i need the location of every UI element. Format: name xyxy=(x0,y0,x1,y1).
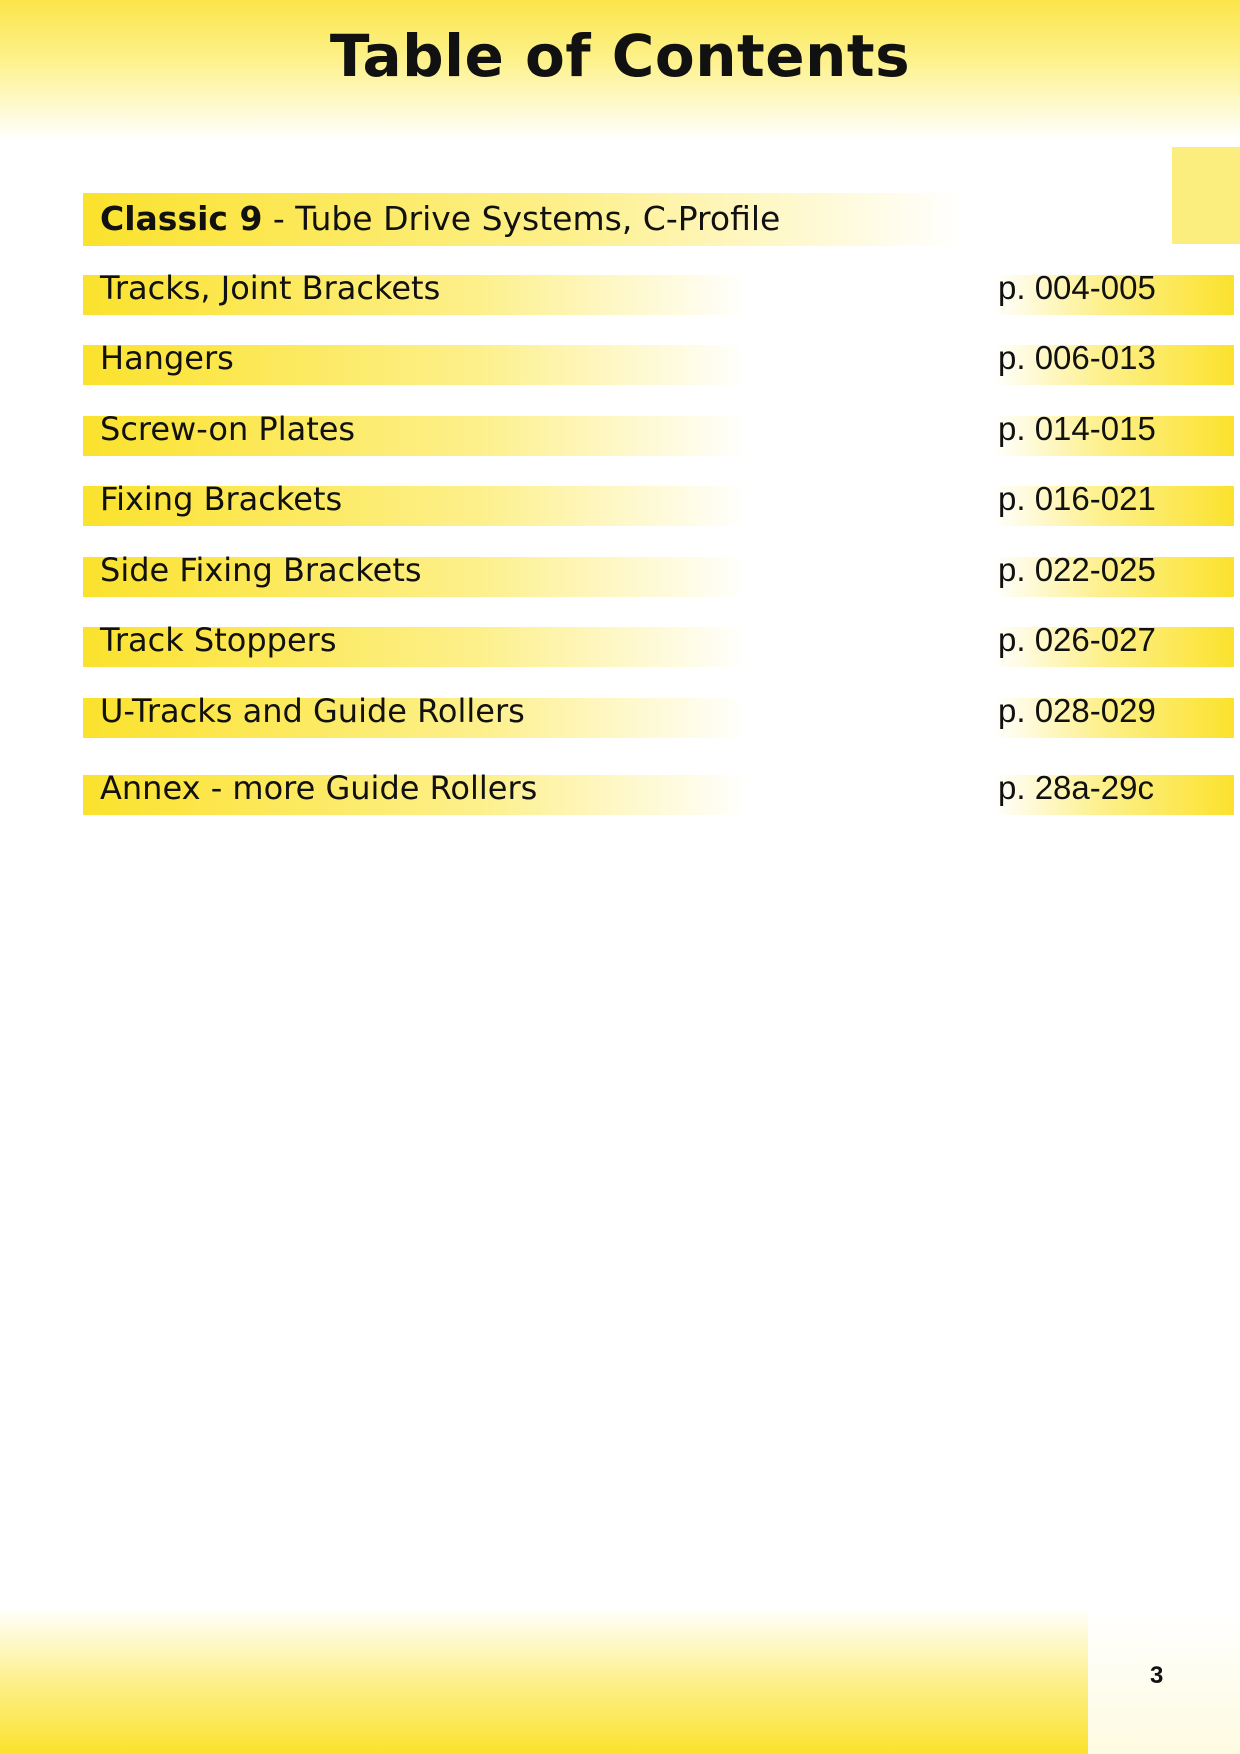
section-header-text: Classic 9 - Tube Drive Systems, C-Profil… xyxy=(100,197,780,241)
entry-label: U-Tracks and Guide Rollers xyxy=(100,692,525,730)
entry-label: Screw-on Plates xyxy=(100,410,356,448)
entry-highlight-bar xyxy=(83,775,748,815)
entry-label: Annex - more Guide Rollers xyxy=(100,769,538,807)
toc-entry-tracks-joint-brackets[interactable]: Tracks, Joint Brackets p. 004-005 xyxy=(83,269,1234,315)
section-header: Classic 9 - Tube Drive Systems, C-Profil… xyxy=(83,193,963,246)
page-highlight-bar xyxy=(993,345,1234,385)
entry-label: Track Stoppers xyxy=(100,621,337,659)
entry-label: Hangers xyxy=(100,339,234,377)
entry-label: Tracks, Joint Brackets xyxy=(100,269,441,307)
side-tab xyxy=(1172,147,1240,244)
page-highlight-bar xyxy=(993,698,1234,738)
toc-entry-screw-on-plates[interactable]: Screw-on Plates p. 014-015 xyxy=(83,410,1234,456)
section-subtitle: - Tube Drive Systems, C-Profile xyxy=(262,199,781,238)
entry-highlight-bar xyxy=(83,627,748,667)
page-highlight-bar xyxy=(993,775,1234,815)
entry-highlight-bar xyxy=(83,416,748,456)
page-reference: p. 028-029 xyxy=(998,692,1156,729)
page-number-box xyxy=(1088,1608,1240,1754)
page-reference: p. 006-013 xyxy=(998,339,1156,376)
page-number: 3 xyxy=(1150,1662,1164,1689)
page-highlight-bar xyxy=(993,416,1234,456)
series-name: Classic 9 xyxy=(100,199,263,238)
page-reference: p. 004-005 xyxy=(998,269,1156,306)
toc-entry-fixing-brackets[interactable]: Fixing Brackets p. 016-021 xyxy=(83,480,1234,526)
toc-entry-u-tracks-guide-rollers[interactable]: U-Tracks and Guide Rollers p. 028-029 xyxy=(83,692,1234,738)
page-reference: p. 014-015 xyxy=(998,410,1156,447)
entry-highlight-bar xyxy=(83,345,748,385)
entry-highlight-bar xyxy=(83,275,748,315)
page-highlight-bar xyxy=(993,275,1234,315)
page-reference: p. 026-027 xyxy=(998,621,1156,658)
entry-highlight-bar xyxy=(83,486,748,526)
entry-label: Side Fixing Brackets xyxy=(100,551,422,589)
page-reference: p. 28a-29c xyxy=(998,769,1154,806)
toc-entry-track-stoppers[interactable]: Track Stoppers p. 026-027 xyxy=(83,621,1234,667)
page-reference: p. 022-025 xyxy=(998,551,1156,588)
entry-highlight-bar xyxy=(83,557,748,597)
toc-entry-hangers[interactable]: Hangers p. 006-013 xyxy=(83,339,1234,385)
page-highlight-bar xyxy=(993,486,1234,526)
page-reference: p. 016-021 xyxy=(998,480,1156,517)
toc-entry-side-fixing-brackets[interactable]: Side Fixing Brackets p. 022-025 xyxy=(83,551,1234,597)
page-highlight-bar xyxy=(993,557,1234,597)
entry-label: Fixing Brackets xyxy=(100,480,343,518)
page-title: Table of Contents xyxy=(329,22,911,90)
toc-entry-annex-guide-rollers[interactable]: Annex - more Guide Rollers p. 28a-29c xyxy=(83,769,1234,815)
page-highlight-bar xyxy=(993,627,1234,667)
header-band xyxy=(0,0,1240,140)
entry-highlight-bar xyxy=(83,698,748,738)
footer-band xyxy=(0,1608,1088,1754)
